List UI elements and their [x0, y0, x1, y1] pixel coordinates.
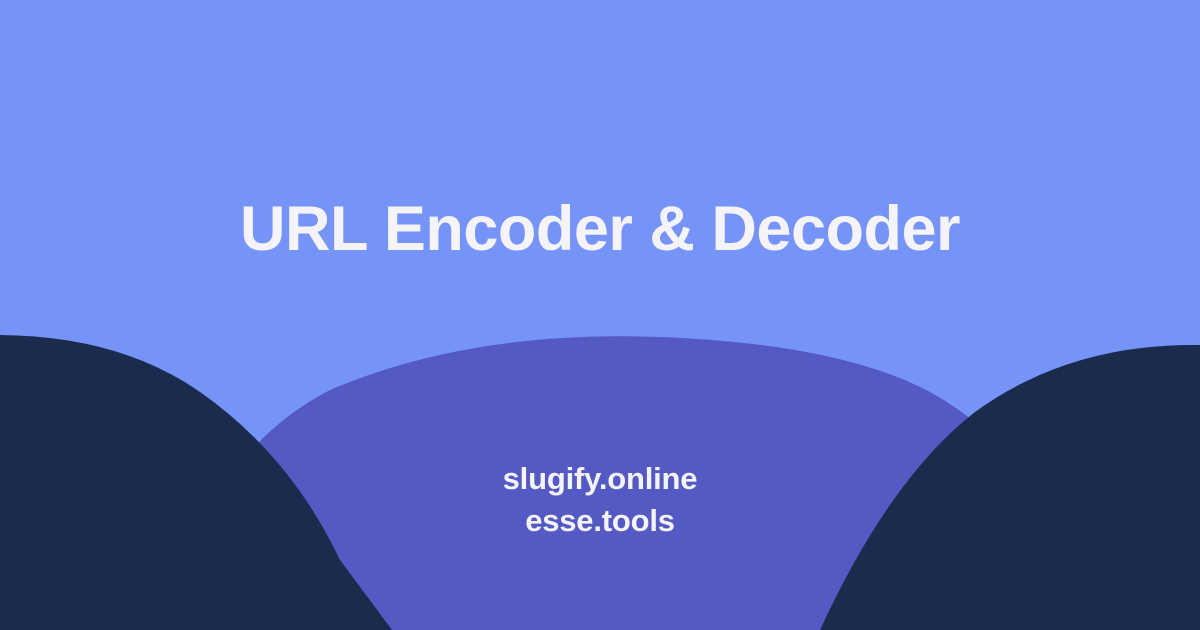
navy-left-blob	[0, 335, 392, 630]
footer-site-primary: slugify.online	[502, 461, 698, 496]
navy-right-blob	[820, 344, 1200, 630]
page-title: URL Encoder & Decoder	[240, 194, 961, 265]
footer-brand: slugify.online esse.tools	[0, 458, 1200, 542]
footer-site-secondary: esse.tools	[525, 503, 675, 538]
